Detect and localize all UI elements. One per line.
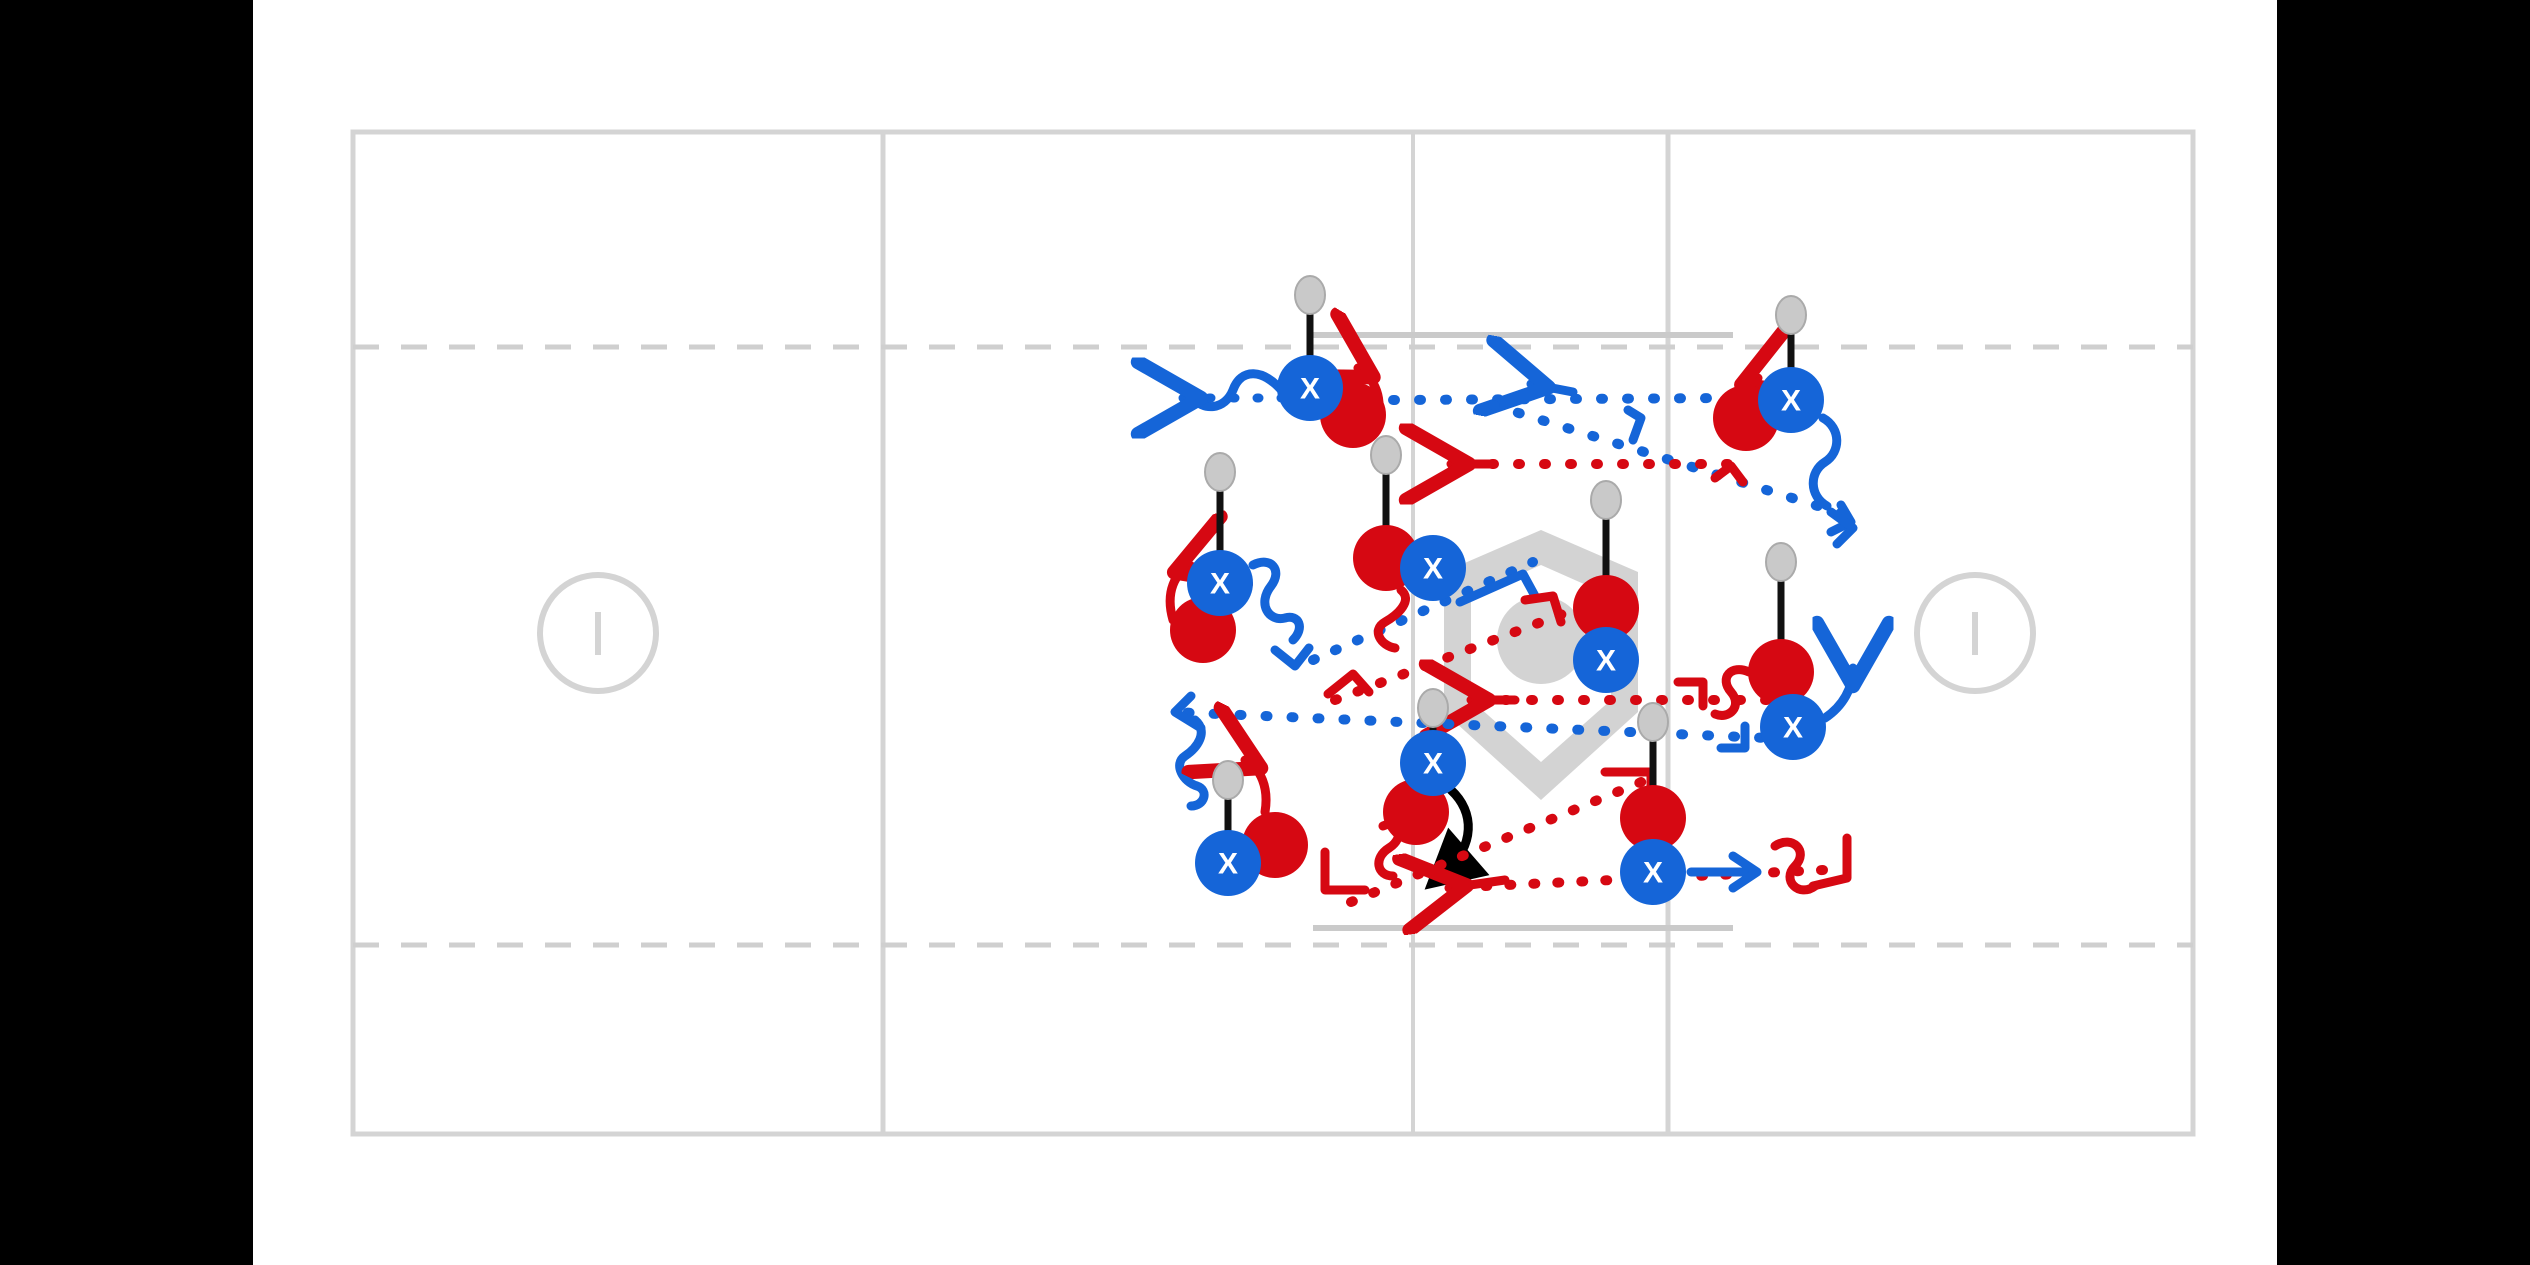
screen-bracket-red-5	[1320, 847, 1370, 895]
dodge-path-red-2	[1710, 665, 1754, 720]
player-token-offense[interactable]: X	[1573, 627, 1639, 693]
screen-bracket-blue-3	[1826, 507, 1858, 549]
screen-bracket-red-2	[1323, 669, 1374, 699]
lacrosse-field-svg[interactable]: X X X X	[253, 0, 2277, 1265]
pass-path-red-2	[1330, 605, 1578, 705]
player-token-offense[interactable]: X	[1277, 355, 1343, 421]
goal-circle-left	[537, 572, 659, 694]
cut-arrow-blue-1	[1825, 668, 1853, 723]
player-label: X	[1423, 748, 1443, 781]
player-label: X	[1423, 553, 1443, 586]
pass-path-blue-5	[1168, 707, 1818, 745]
pass-path-blue-4	[1308, 557, 1538, 665]
player-label: X	[1596, 645, 1616, 678]
screen-bracket-blue-7	[1716, 721, 1750, 753]
player-token-offense[interactable]: X	[1400, 730, 1466, 796]
player-token-defense[interactable]	[1748, 639, 1814, 705]
player-token-defense[interactable]	[1620, 785, 1686, 851]
play-paths	[1170, 368, 1863, 902]
pass-arrow-red-3	[1449, 880, 1510, 888]
dodge-path-blue-3	[1248, 557, 1304, 645]
player-label: X	[1210, 568, 1230, 601]
dodge-path-blue-4	[1175, 715, 1209, 811]
goal-circle-right	[1914, 572, 2036, 694]
player-tokens[interactable]: X X X X	[1170, 355, 1826, 905]
cut-arrow-blue-2-head	[1728, 851, 1762, 893]
player-label: X	[1218, 848, 1238, 881]
player-token-offense[interactable]: X	[1400, 535, 1466, 601]
screen-bracket-blue-5	[1455, 569, 1540, 607]
dodge-path-red-4	[1770, 837, 1820, 895]
dodge-path-blue-2	[1808, 413, 1842, 511]
pass-arrow-blue-2	[1531, 384, 1578, 392]
field-markings	[350, 129, 2196, 1137]
cut-arrow-red-3	[1165, 566, 1191, 625]
player-token-offense[interactable]: X	[1760, 694, 1826, 760]
player-label: X	[1300, 373, 1320, 406]
screen-bracket-blue-4	[1270, 643, 1314, 671]
lacrosse-stick-icon	[1294, 275, 1326, 390]
pass-path-blue-2	[1388, 393, 1738, 405]
dodge-path-red-1	[1373, 585, 1410, 653]
player-token-offense[interactable]: X	[1187, 550, 1253, 616]
player-token-offense[interactable]: X	[1195, 830, 1261, 896]
lacrosse-sticks	[1204, 275, 1807, 862]
player-token-defense[interactable]	[1573, 575, 1639, 641]
screen-bracket-red-7	[1808, 833, 1852, 891]
screen-bracket-red-4	[1673, 677, 1708, 711]
screen-bracket-red-3	[1520, 591, 1566, 627]
field-canvas[interactable]: X X X X	[253, 0, 2277, 1265]
player-label: X	[1643, 857, 1663, 890]
screen-bracket-red-1	[1710, 461, 1748, 487]
player-label: X	[1781, 385, 1801, 418]
screen-bracket-blue-1	[1623, 405, 1646, 445]
field-outline	[350, 129, 2196, 1137]
player-label: X	[1783, 712, 1803, 745]
player-token-offense[interactable]: X	[1620, 839, 1686, 905]
player-token-offense[interactable]: X	[1758, 367, 1824, 433]
cut-arrow-red-4	[1245, 760, 1271, 817]
